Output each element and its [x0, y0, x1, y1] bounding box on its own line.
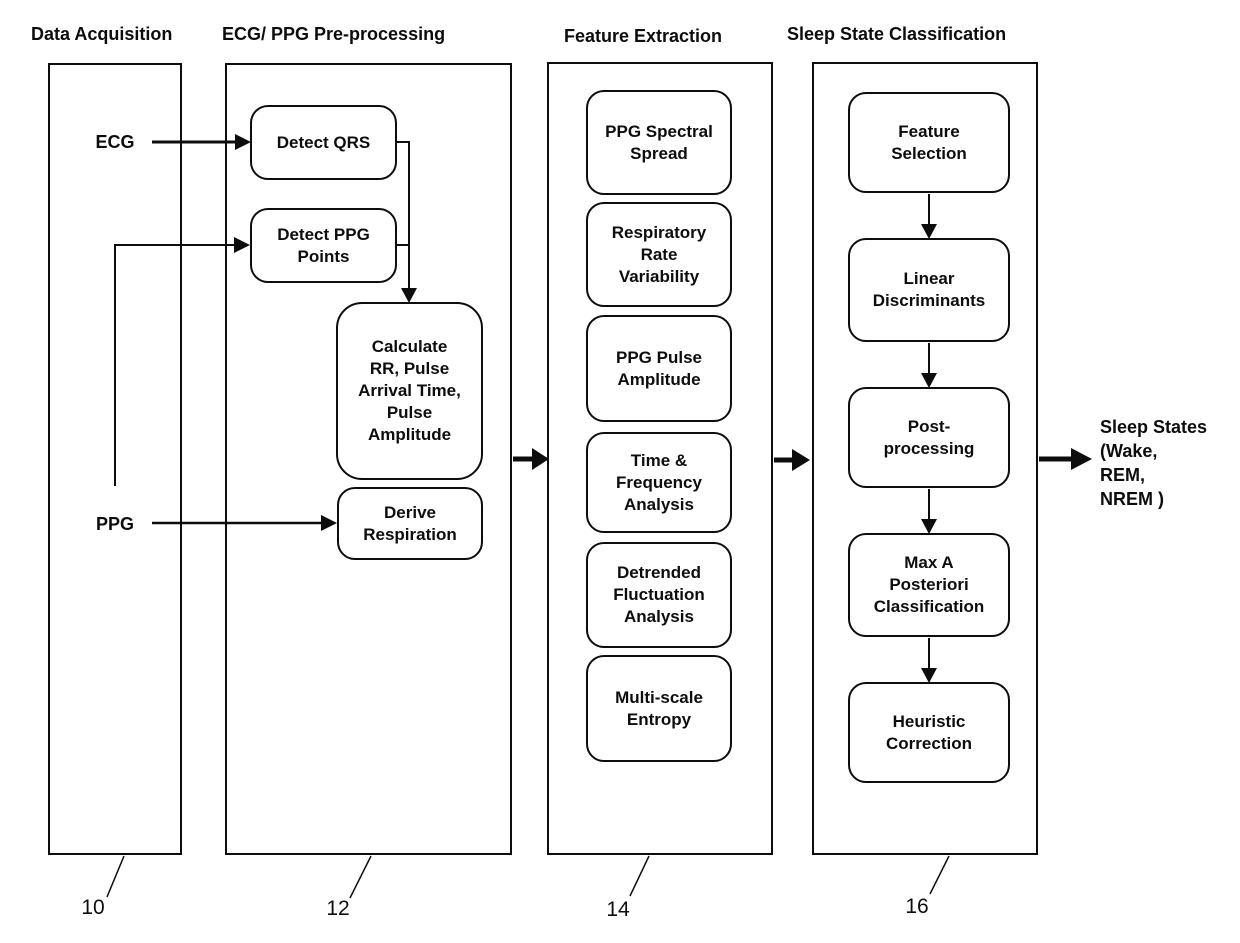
signal-label-ecg: ECG: [95, 132, 135, 152]
arrow-feature-extraction-to-classification: [774, 449, 810, 471]
ref-num-14: 14: [606, 898, 630, 921]
leader-line-ref-16: [929, 855, 950, 895]
node-ppg-spectral-spread: PPG Spectral Spread: [586, 90, 732, 195]
arrow-feature-selection-to-linear-discriminants: [921, 194, 937, 239]
node-max-a-posteriori-classification: Max A Posteriori Classification: [848, 533, 1010, 637]
node-calculate-rr-pat-pa: Calculate RR, Pulse Arrival Time, Pulse …: [336, 302, 483, 480]
column-title-feature-extraction: Feature Extraction: [564, 26, 723, 46]
column-title-data-acquisition: Data Acquisition: [31, 24, 173, 44]
arrow-ppg-to-detect-ppg-points: [114, 237, 250, 486]
node-ppg-pulse-amplitude: PPG Pulse Amplitude: [586, 315, 732, 422]
arrow-post-processing-to-max-a-posteriori: [921, 489, 937, 534]
leader-line-ref-14: [629, 855, 650, 897]
signal-label-ppg: PPG: [95, 514, 134, 534]
node-respiratory-rate-variability: Respiratory Rate Variability: [586, 202, 732, 307]
arrow-ppg-to-derive-respiration: [152, 515, 337, 531]
node-multi-scale-entropy: Multi-scale Entropy: [586, 655, 732, 762]
column-title-sleep-state-classification: Sleep State Classification: [787, 24, 1007, 44]
node-time-frequency-analysis: Time & Frequency Analysis: [586, 432, 732, 533]
node-post-processing: Post- processing: [848, 387, 1010, 488]
node-detect-ppg-points: Detect PPG Points: [250, 208, 397, 283]
leader-line-ref-12: [349, 855, 372, 899]
node-heuristic-correction: Heuristic Correction: [848, 682, 1010, 783]
leader-line-ref-10: [106, 855, 125, 898]
node-feature-selection: Feature Selection: [848, 92, 1010, 193]
arrow-classification-to-sleep-states: [1039, 448, 1092, 470]
arrow-max-a-posteriori-to-heuristic-correction: [921, 638, 937, 683]
arrow-detect-qrs-to-calculate: [397, 141, 417, 303]
node-detect-qrs: Detect QRS: [250, 105, 397, 180]
ref-num-12: 12: [326, 897, 350, 920]
ref-num-10: 10: [81, 896, 105, 919]
column-title-preprocessing: ECG/ PPG Pre-processing: [222, 24, 446, 44]
output-sleep-states-label: Sleep States (Wake, REM, NREM ): [1100, 417, 1208, 509]
arrow-linear-discriminants-to-post-processing: [921, 343, 937, 388]
node-derive-respiration: Derive Respiration: [337, 487, 483, 560]
node-linear-discriminants: Linear Discriminants: [848, 238, 1010, 342]
ref-num-16: 16: [905, 895, 929, 918]
arrow-ecg-to-detect-qrs: [152, 134, 251, 150]
arrow-preprocessing-to-feature-extraction: [513, 448, 549, 470]
node-detrended-fluctuation-analysis: Detrended Fluctuation Analysis: [586, 542, 732, 648]
